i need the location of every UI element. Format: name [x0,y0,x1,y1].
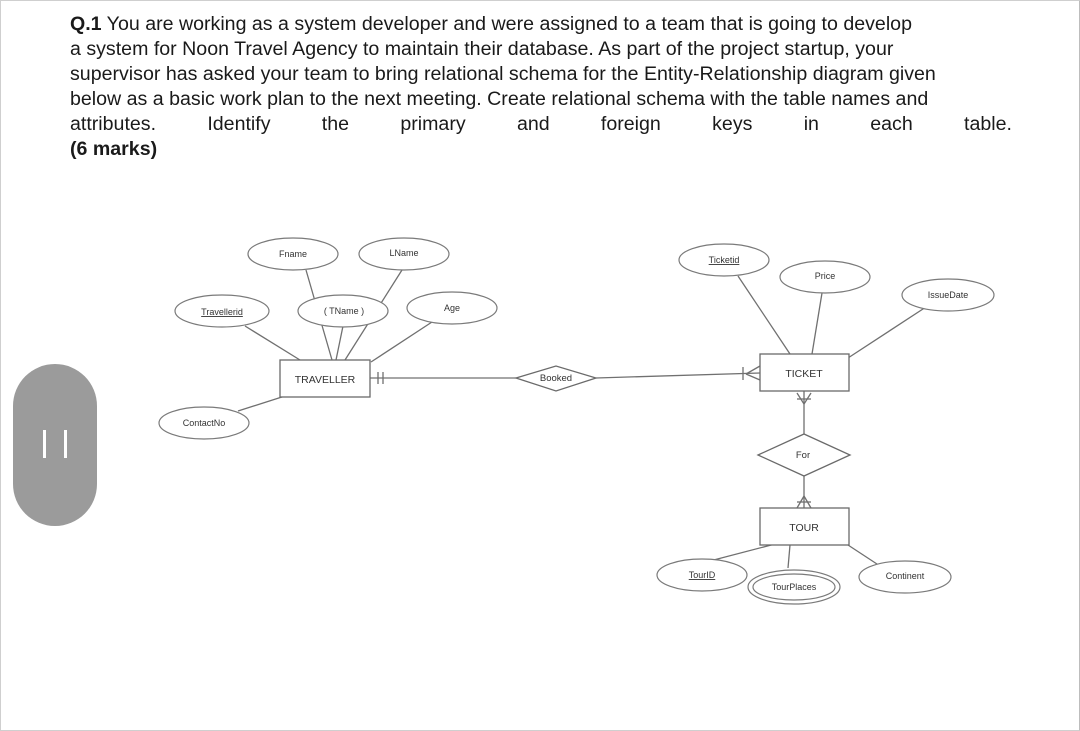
connector-tourplaces [787,544,791,569]
entity-traveller: TRAVELLER [295,374,356,386]
attr-travellerid: Travellerid [201,307,243,317]
question-line-5: attributes. Identify the primary and for… [70,113,1012,135]
attr-contactno: ContactNo [183,418,226,428]
attr-issuedate-ellipse [901,278,995,312]
entity-tour: TOUR [789,522,819,534]
attr-ticketid: Ticketid [709,255,740,265]
connector-tourid [705,543,776,563]
attr-continent: Continent [886,571,925,581]
entity-ticket: TICKET [785,368,823,380]
question-number: Q.1 [70,13,102,35]
attr-tname: ( TName ) [324,306,364,316]
relationship-booked: Booked [540,373,572,384]
attr-fname: Fname [279,249,307,259]
entity-tour-box [759,507,850,546]
crowfoot-tour-right [803,495,812,509]
attr-tourplaces: TourPlaces [772,582,817,592]
attr-age: Age [444,303,460,313]
attr-tourplaces-ellipse-inner [752,573,836,601]
attr-issuedate: IssueDate [928,290,969,300]
attr-lname-ellipse [358,237,450,271]
crowfoot-ticket-top [745,365,761,375]
connector-travellerid [244,325,301,361]
attr-tourid-ellipse [656,558,748,592]
grip-icon [43,430,67,458]
scroll-handle[interactable] [13,364,97,526]
attr-ticketid-ellipse [678,243,770,277]
connector-issuedate [847,306,927,359]
question-line-2: a system for Noon Travel Agency to maint… [70,38,894,60]
crowfoot-ticket-bottom [745,373,761,381]
crowfoot-for-right [803,392,812,405]
attr-tname-ellipse [297,294,389,328]
attr-contactno-ellipse [158,406,250,440]
question-text: Q.1 You are working as a system develope… [70,12,1012,162]
connector-price [811,292,823,355]
attr-travellerid-ellipse [174,294,270,328]
connector-ticketid [737,275,791,355]
connector-age [370,321,433,363]
connector-contactno [237,395,286,412]
relationship-booked-diamond [513,365,599,392]
attr-age-ellipse [406,291,498,325]
attr-tourid: TourID [689,570,716,580]
question-line-3: supervisor has asked your team to bring … [70,63,936,85]
entity-ticket-box [759,353,850,392]
relationship-for: For [796,450,810,461]
relationship-for-diamond [756,433,852,477]
line-booked-ticket [595,372,761,379]
entity-traveller-box [279,359,371,398]
attr-fname-ellipse [247,237,339,271]
crowfoot-for-left [796,392,805,405]
attr-lname: LName [389,248,418,258]
attr-price: Price [815,271,836,281]
attr-price-ellipse [779,260,871,294]
question-line-4: below as a basic work plan to the next m… [70,88,929,110]
attr-continent-ellipse [858,560,952,594]
crowfoot-tour-left [796,495,805,509]
connector-continent [847,544,881,567]
connector-tname [335,325,344,361]
question-line-1: Q.1 You are working as a system develope… [70,13,912,35]
question-marks: (6 marks) [70,138,158,160]
